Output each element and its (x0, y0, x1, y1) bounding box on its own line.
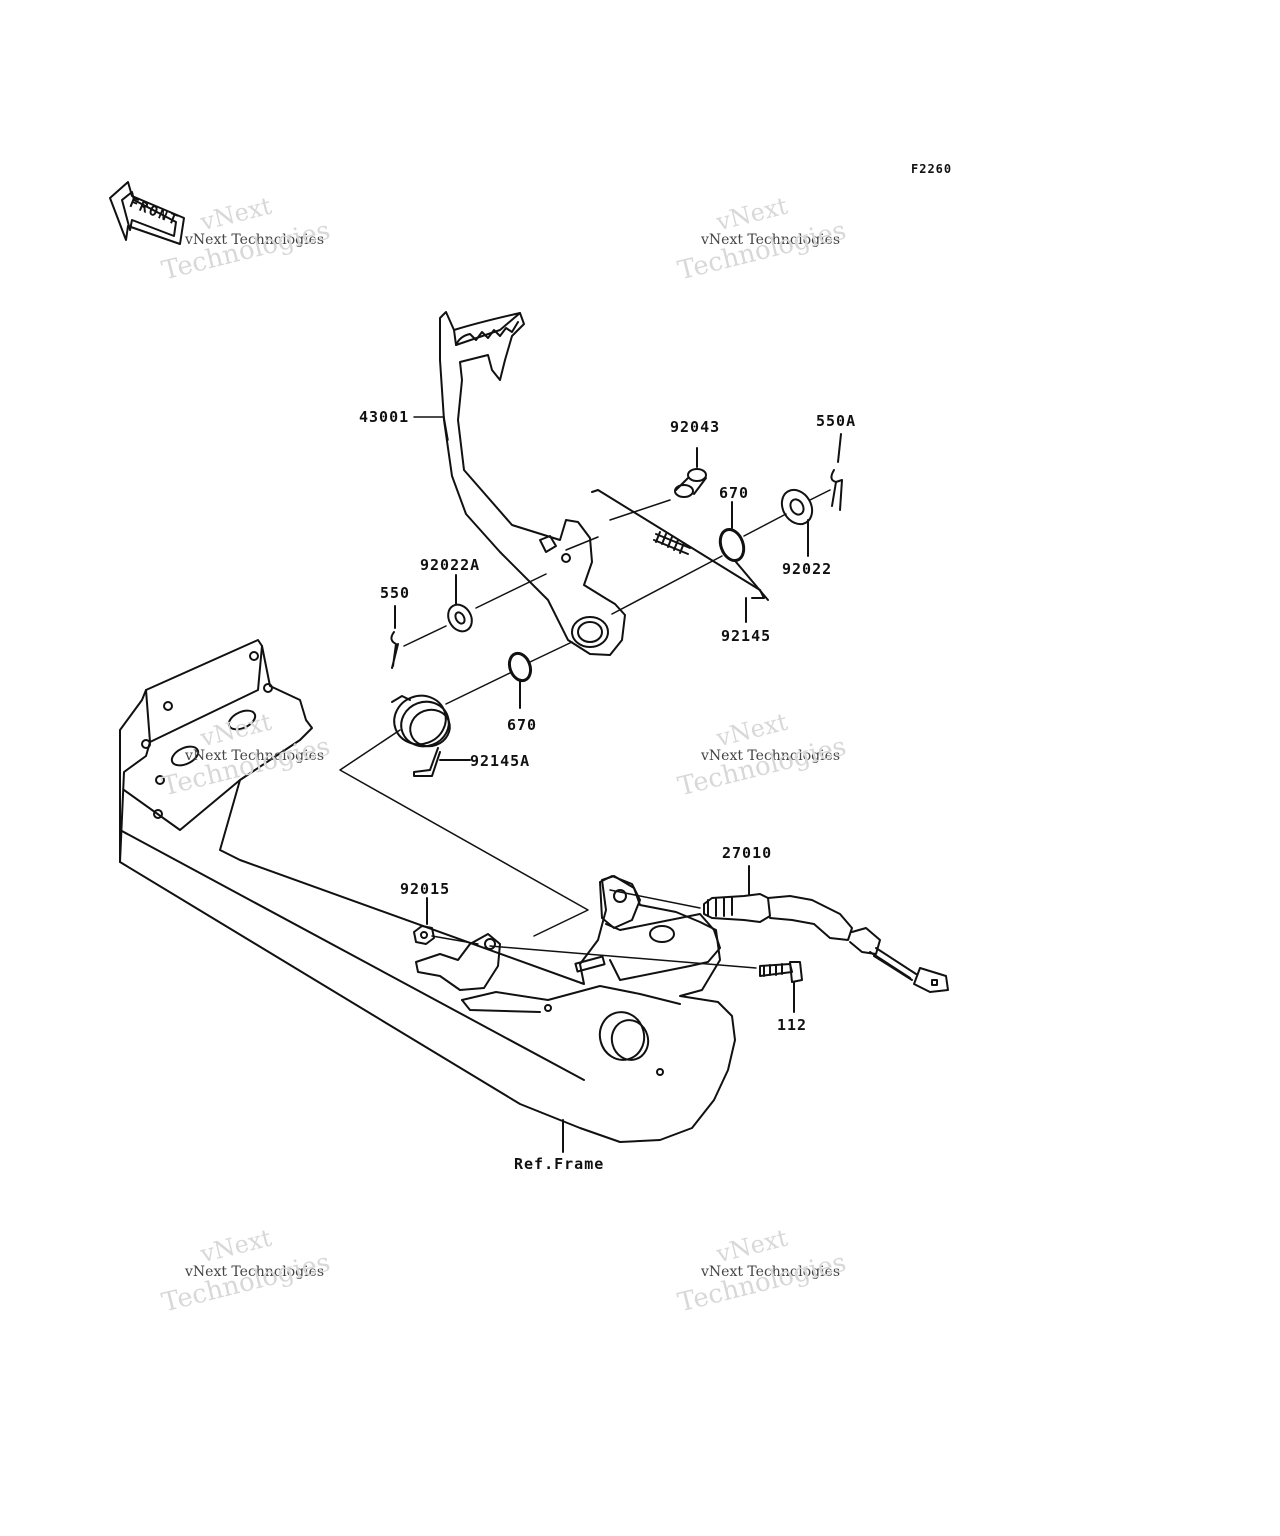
brake-pedal-drawing (439, 311, 626, 656)
diagram-code: F2260 (911, 162, 953, 176)
part-label-92015[interactable]: 92015 (400, 880, 451, 898)
frame-drawing (119, 639, 736, 1153)
washer-92022a-drawing (447, 574, 473, 633)
part-label-92043[interactable]: 92043 (670, 418, 721, 436)
assembly-lines (339, 489, 831, 969)
brake-switch-27010-drawing (703, 865, 949, 993)
part-label-43001[interactable]: 43001 (359, 408, 410, 426)
leader-lines (413, 416, 449, 441)
torsion-spring-92145a-drawing (391, 694, 471, 777)
part-label-92145[interactable]: 92145 (721, 627, 772, 645)
nut-92015-drawing (413, 897, 435, 945)
part-label-550a[interactable]: 550A (816, 412, 857, 430)
small-spring-drawing (653, 531, 691, 555)
bolt-112-drawing (759, 961, 803, 1013)
part-label-670-bottom[interactable]: 670 (507, 716, 538, 734)
spring-rod-92145-drawing (591, 489, 769, 623)
part-label-92145a[interactable]: 92145A (470, 752, 531, 770)
part-label-92022[interactable]: 92022 (782, 560, 833, 578)
part-label-550[interactable]: 550 (380, 584, 411, 602)
pin-92043-drawing (674, 447, 707, 498)
part-label-670-top[interactable]: 670 (719, 484, 750, 502)
part-label-112[interactable]: 112 (777, 1016, 808, 1034)
part-label-27010[interactable]: 27010 (722, 844, 773, 862)
cotter-pin-550a-drawing (830, 433, 843, 511)
o-ring-670-bottom-drawing (507, 651, 533, 683)
part-label-ref-frame[interactable]: Ref.Frame (514, 1155, 605, 1173)
front-arrow (109, 181, 185, 245)
washer-92022-drawing (780, 488, 814, 557)
cotter-pin-550-drawing (390, 605, 399, 669)
o-ring-670-top-drawing (718, 528, 746, 562)
part-label-92022a[interactable]: 92022A (420, 556, 481, 574)
